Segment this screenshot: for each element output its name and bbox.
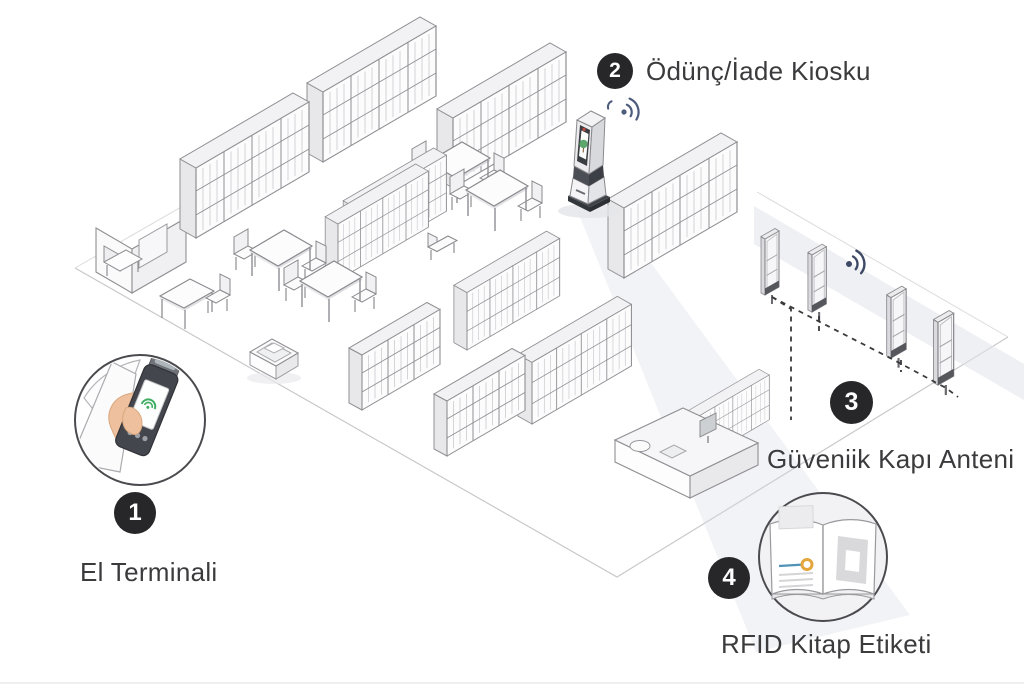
page-text-block xyxy=(779,506,813,529)
bookshelf xyxy=(180,93,309,238)
step-2-label: Ödünç/İade Kiosku xyxy=(646,57,871,87)
book-return-bin xyxy=(247,339,301,384)
step-2-badge: 2 xyxy=(597,53,633,89)
step-4-badge: 4 xyxy=(708,557,750,599)
kiosk-screen-graphic xyxy=(579,140,587,148)
step-3-label: Güveniik Kapı Anteni xyxy=(767,445,1014,475)
bookshelf xyxy=(608,133,737,278)
security-gate xyxy=(761,229,779,305)
security-gate xyxy=(934,311,954,396)
bookshelf xyxy=(307,17,436,162)
study-booth xyxy=(96,218,186,293)
bench xyxy=(428,233,457,260)
step-1-number: 1 xyxy=(128,499,141,527)
hand-terminal-circle xyxy=(70,344,205,485)
step-3-badge: 3 xyxy=(830,381,873,424)
study-table xyxy=(284,260,376,322)
step-1-label: El Terminali xyxy=(80,558,218,588)
bookshelf xyxy=(434,349,525,457)
security-gate xyxy=(808,244,826,321)
study-table xyxy=(450,169,542,231)
security-gate xyxy=(887,286,906,368)
bookshelf xyxy=(518,296,632,424)
step-4-label: RFID Kitap Etiketi xyxy=(721,630,932,660)
rfid-book-circle xyxy=(759,493,887,621)
book-left-page xyxy=(770,520,823,594)
step-4-number: 4 xyxy=(722,564,735,592)
rfid-tag-icon xyxy=(802,560,812,570)
bookshelf xyxy=(349,303,440,411)
step-3-number: 3 xyxy=(845,388,859,417)
step-1-badge: 1 xyxy=(114,492,156,534)
kiosk-status-dot xyxy=(582,128,585,131)
step-2-number: 2 xyxy=(609,59,621,83)
kiosk-wifi-icon xyxy=(606,94,641,127)
bookshelf xyxy=(454,231,560,350)
